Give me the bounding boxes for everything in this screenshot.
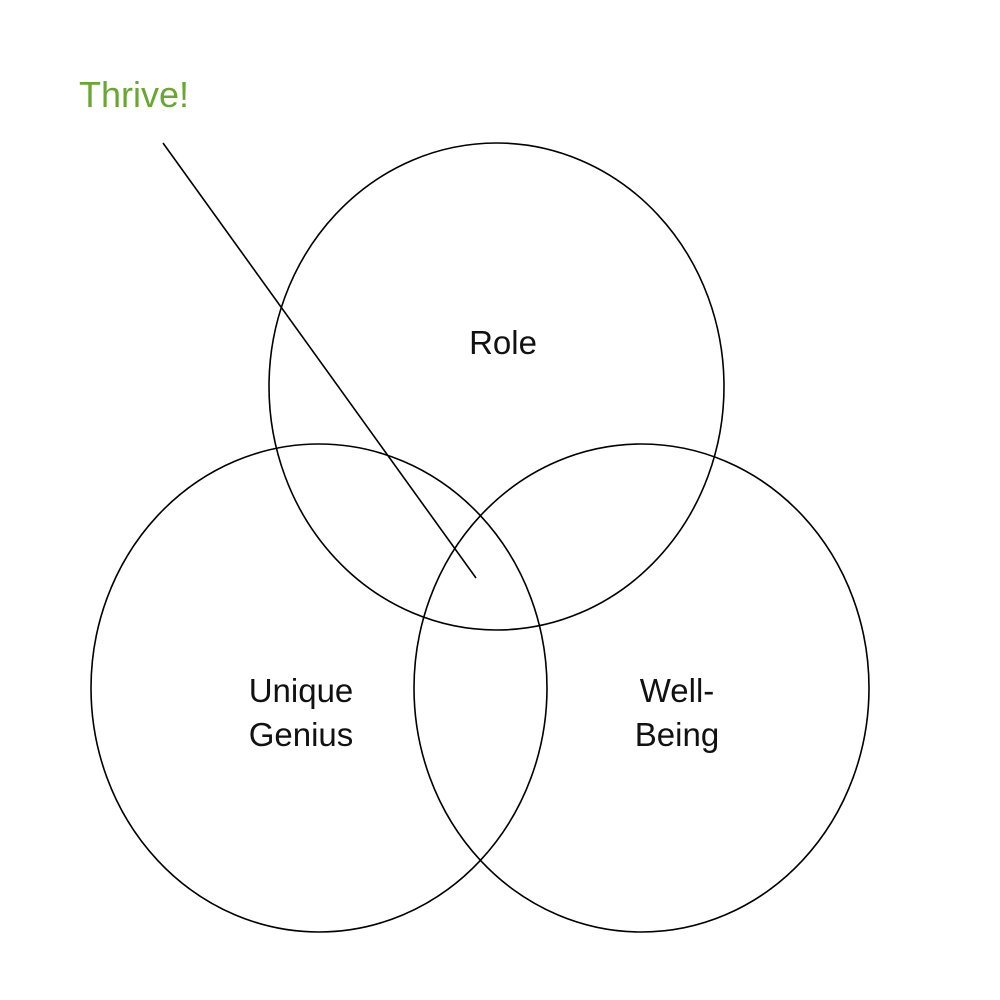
role-label: Role <box>469 324 537 361</box>
well-being-label-line2: Being <box>635 716 719 753</box>
circle-well-being <box>413 443 870 933</box>
thrive-label: Thrive! <box>79 74 189 115</box>
unique-genius-label-line2: Genius <box>249 716 354 753</box>
circle-role <box>268 142 725 631</box>
well-being-label-line1: Well- <box>640 672 715 709</box>
circle-unique-genius <box>90 443 548 933</box>
pointer-line <box>162 142 477 579</box>
unique-genius-label-line1: Unique <box>249 672 354 709</box>
